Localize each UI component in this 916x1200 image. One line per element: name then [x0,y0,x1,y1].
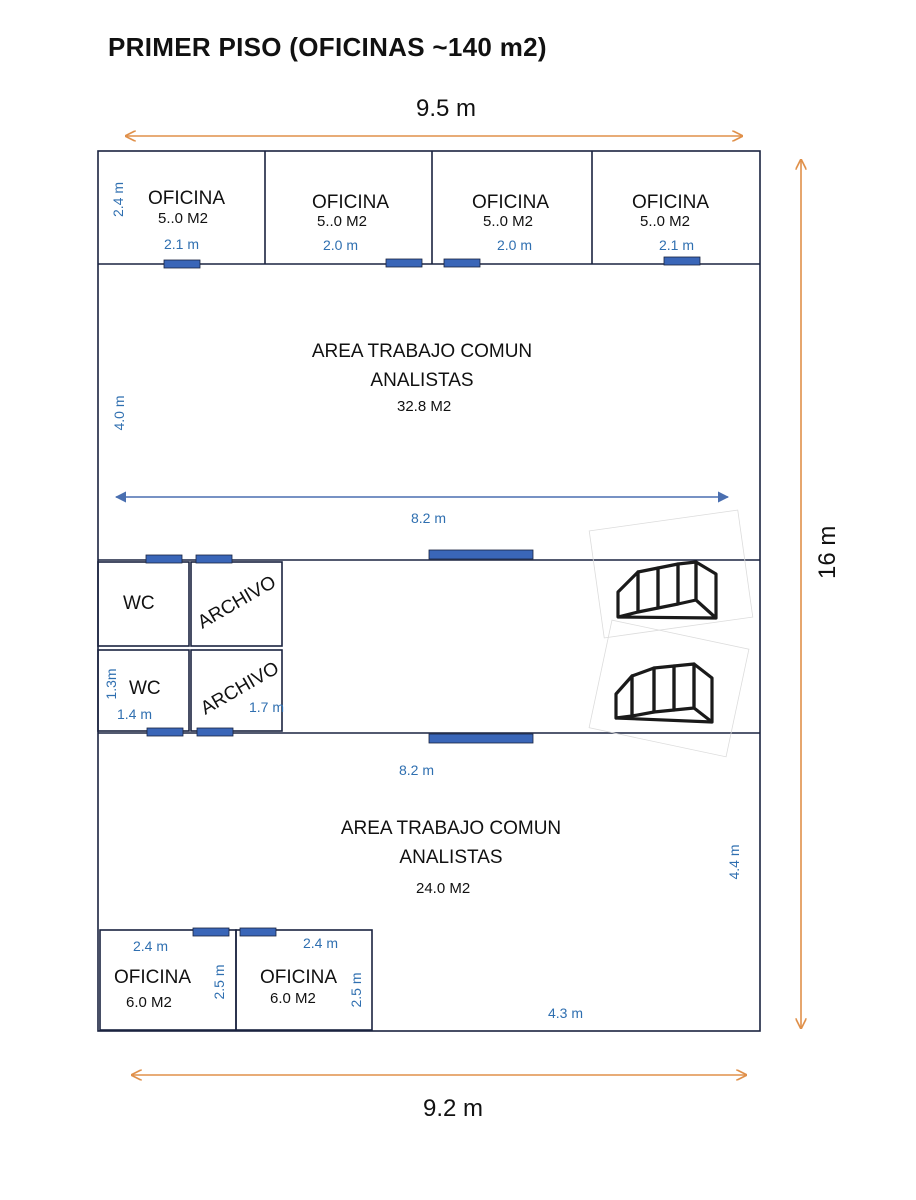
office-depth: 2.5 m [348,972,364,1008]
office-name: OFICINA [260,967,338,988]
office-area: 5..0 M2 [158,210,209,227]
work-area-bottom-depth: 4.4 m [726,844,742,880]
office-width: 2.4 m [133,938,169,954]
work-area-top-area: 32.8 M2 [397,398,452,415]
wc-room-2 [97,649,190,732]
door [146,727,184,737]
height-label: 16 m [814,525,841,579]
door [163,259,201,269]
wc-width: 1.4 m [117,706,153,722]
office-depth: 2.5 m [211,964,227,1000]
office-area: 6.0 M2 [126,994,172,1011]
work-area-bottom-name: AREA TRABAJO COMUN ANALISTAS [301,814,601,872]
office-depth: 2.4 m [110,181,126,217]
work-area-name-line1: AREA TRABAJO COMUN [311,341,533,362]
bottom-office-2 [235,929,373,1031]
work-area-top-name: AREA TRABAJO COMUN ANALISTAS [272,337,572,395]
work-area-name-line2: ANALISTAS [399,847,503,868]
work-area-bottom-width: 4.3 m [548,1005,584,1021]
stairs-icon [588,509,754,639]
door [428,549,534,560]
page-title: PRIMER PISO (OFICINAS ~140 m2) [108,32,547,62]
office-name: OFICINA [114,967,192,988]
office-width: 2.0 m [323,237,359,253]
outer-wall [97,150,761,1032]
office-width: 2.1 m [164,236,200,252]
office-width: 2.4 m [303,935,339,951]
door [239,927,277,937]
office-name: OFICINA [472,192,550,213]
door [145,554,183,564]
office-name: OFICINA [632,192,710,213]
office-area: 6.0 M2 [270,990,316,1007]
door [385,258,423,268]
door [663,256,701,266]
office-area: 5..0 M2 [640,213,691,230]
door [195,554,233,564]
door [443,258,481,268]
archivo-width: 1.7 m [249,699,285,715]
work-area-name-line1: AREA TRABAJO COMUN [340,818,562,839]
door [192,927,230,937]
archivo-room-2 [190,649,283,732]
bottom-width-label: 9.2 m [423,1095,484,1122]
door [196,727,234,737]
corridor-width: 8.2 m [399,762,435,778]
wc-2-label: WC [129,678,161,699]
office-width: 2.0 m [497,237,533,253]
wc-1-label: WC [123,593,155,614]
archivo-room-1 [190,561,283,647]
office-name: OFICINA [312,192,390,213]
office-area: 5..0 M2 [317,213,368,230]
office-area: 5..0 M2 [483,213,534,230]
office-name: OFICINA [148,188,226,209]
work-area-top-depth: 4.0 m [111,395,127,431]
door [428,733,534,744]
top-width-label: 9.5 m [416,95,477,122]
wc-room-1 [97,561,190,647]
work-area-bottom-area: 24.0 M2 [416,880,471,897]
stairs-icon [588,619,750,758]
work-area-top-width: 8.2 m [411,510,447,526]
work-area-name-line2: ANALISTAS [370,370,474,391]
wc-height: 1.3m [103,668,119,700]
office-width: 2.1 m [659,237,695,253]
